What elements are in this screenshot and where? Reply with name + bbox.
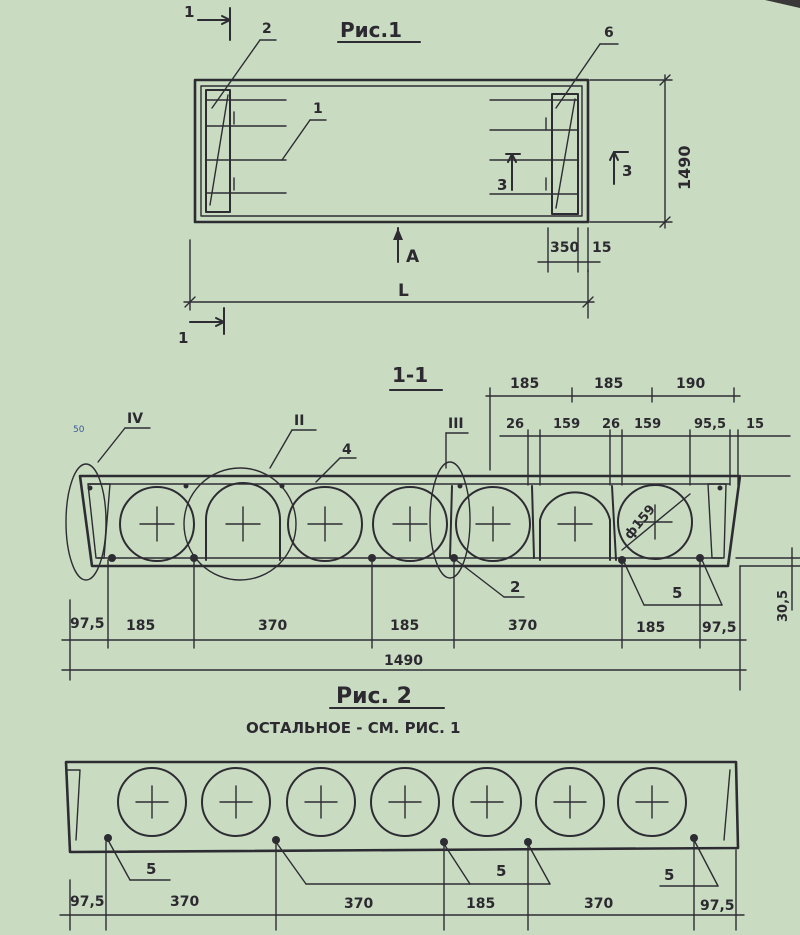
fig2-callout-3: 5 bbox=[664, 866, 674, 884]
section-3-left: 3 bbox=[497, 153, 521, 194]
callout-2-section: 2 bbox=[510, 578, 520, 596]
dim-sub-4: 159 bbox=[634, 417, 661, 432]
section-mark-bottom-label: 1 bbox=[178, 329, 188, 347]
callout-2: 2 bbox=[262, 21, 272, 37]
detail-iii-circle bbox=[429, 461, 471, 579]
fig2-dim-1: 97,5 bbox=[70, 894, 105, 910]
section-3-right: 3 bbox=[609, 151, 632, 185]
small-note: 50 bbox=[73, 425, 85, 435]
fig2-dim-5: 370 bbox=[584, 896, 613, 912]
callout-5-section: 5 bbox=[672, 584, 682, 602]
fig2-dim-chain: 97,5 370 370 185 370 97,5 bbox=[59, 841, 745, 931]
callout-4: 4 bbox=[342, 442, 352, 458]
dim-end-width: 350 bbox=[550, 240, 579, 256]
dim-end-offset: 15 bbox=[592, 240, 611, 256]
detail-ii-circle bbox=[183, 467, 297, 581]
section-voids bbox=[119, 482, 693, 562]
detail-iii: III bbox=[448, 416, 464, 432]
figure-1-title: Рис.1 bbox=[340, 18, 402, 42]
figure-2-subtitle: ОСТАЛЬНОЕ - СМ. РИС. 1 bbox=[246, 719, 460, 737]
section-title: 1-1 bbox=[392, 363, 428, 387]
dim-sub-2: 159 bbox=[553, 417, 580, 432]
fig2-dim-2: 370 bbox=[170, 894, 199, 910]
svg-text:3: 3 bbox=[497, 176, 507, 194]
dim-right: 30,5 bbox=[735, 475, 800, 622]
dim-bottom-1: 97,5 bbox=[70, 616, 105, 632]
dim-right-label: 30,5 bbox=[776, 590, 791, 622]
figure-2: Рис. 2 ОСТАЛЬНОЕ - СМ. РИС. 1 5 5 bbox=[59, 684, 745, 931]
dim-sub-5: 95,5 bbox=[694, 417, 726, 432]
slab-section-outline bbox=[78, 474, 742, 568]
detail-iv: IV bbox=[127, 411, 143, 427]
figure-1: Рис.1 1 1 bbox=[178, 3, 694, 347]
dim-top-3: 190 bbox=[676, 376, 705, 392]
dim-end: 350 15 bbox=[537, 227, 611, 273]
page-corner bbox=[765, 0, 800, 8]
fig2-voids bbox=[117, 767, 687, 837]
fig2-callout-1: 5 bbox=[146, 860, 156, 878]
fig2-rebar bbox=[104, 834, 698, 846]
dim-top-2: 185 bbox=[594, 376, 623, 392]
callout-6: 6 bbox=[604, 25, 614, 41]
dim-sub-3: 26 bbox=[602, 417, 620, 432]
dim-total: 1490 bbox=[384, 653, 423, 669]
dim-sub-6: 15 bbox=[746, 417, 764, 432]
fig2-slab-outline bbox=[64, 760, 740, 854]
view-a-arrow: A bbox=[393, 227, 420, 267]
dim-length-label: L bbox=[398, 281, 409, 301]
fig2-callout-2: 5 bbox=[496, 862, 506, 880]
dim-top-1: 185 bbox=[510, 376, 539, 392]
dim-bottom-2: 185 bbox=[126, 618, 155, 634]
detail-iv-circle bbox=[65, 463, 107, 581]
dim-chain-bottom: 97,5 185 370 185 370 185 97,5 1490 bbox=[61, 559, 747, 691]
dim-height-label: 1490 bbox=[675, 145, 694, 190]
fig2-dim-4: 185 bbox=[466, 896, 495, 912]
rebar-dots bbox=[87, 483, 723, 564]
fig2-dim-3: 370 bbox=[344, 896, 373, 912]
detail-ii: II bbox=[294, 413, 304, 429]
dim-bottom-4: 185 bbox=[390, 618, 419, 634]
dim-bottom-3: 370 bbox=[258, 618, 287, 634]
section-mark-top: 1 bbox=[184, 3, 231, 41]
fig2-dim-6: 97,5 bbox=[700, 898, 735, 914]
dim-bottom-6: 185 bbox=[636, 620, 665, 636]
svg-text:3: 3 bbox=[622, 162, 632, 180]
slab-outline bbox=[193, 78, 590, 224]
dim-bottom-7: 97,5 bbox=[702, 620, 737, 636]
section-mark-top-label: 1 bbox=[184, 3, 194, 21]
dim-length: L bbox=[183, 239, 595, 319]
left-end-mesh bbox=[205, 89, 231, 213]
dim-sub-1: 26 bbox=[506, 417, 524, 432]
view-a-label: A bbox=[406, 247, 420, 267]
slab-inner-outline bbox=[200, 85, 583, 217]
dim-chain-top: 185 185 190 bbox=[485, 376, 741, 471]
callout-1: 1 bbox=[313, 101, 323, 117]
dim-chain-sub: 26 159 26 159 95,5 15 bbox=[499, 417, 791, 486]
dim-height: 1490 bbox=[589, 74, 694, 229]
figure-2-title: Рис. 2 bbox=[336, 684, 412, 709]
dim-bottom-5: 370 bbox=[508, 618, 537, 634]
section-mark-bottom: 1 bbox=[178, 307, 225, 347]
